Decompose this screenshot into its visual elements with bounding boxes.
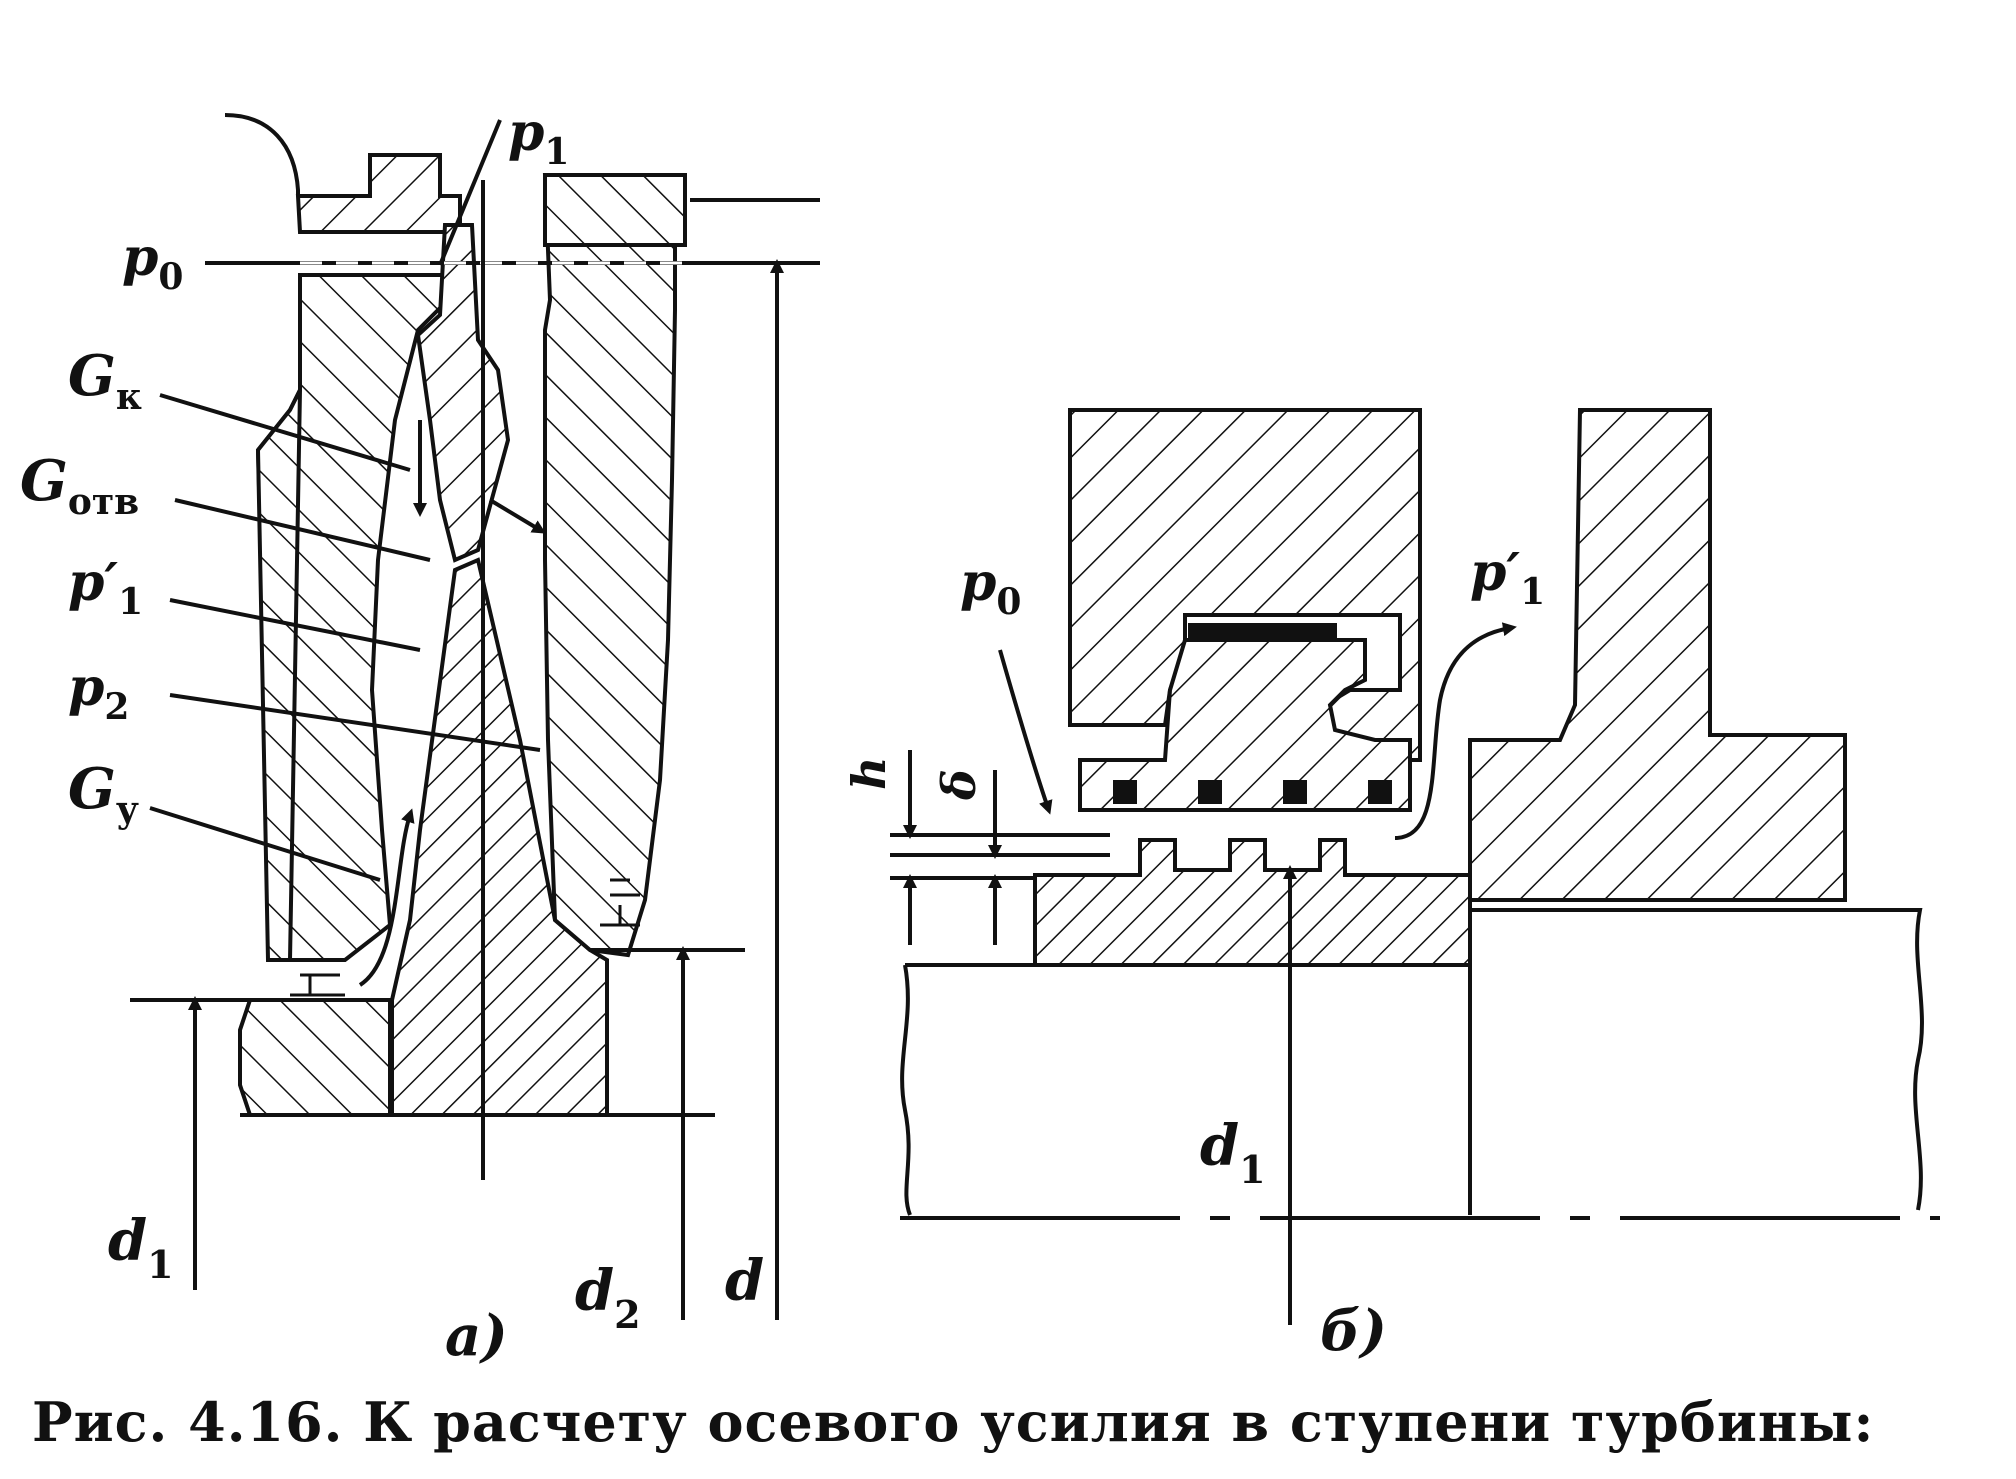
label-Gk: Gк xyxy=(68,343,142,418)
seal-tooth-2 xyxy=(1198,780,1222,804)
seal-teeth-left xyxy=(290,958,345,997)
rotor-disk-b xyxy=(1468,408,1847,902)
seal-tooth-3 xyxy=(1283,780,1307,804)
part-a-labels: p1 p0 Gк Gотв p′1 p2 Gу d1 d2 d а) xyxy=(20,102,764,1369)
seal-teeth-right xyxy=(600,878,640,927)
shaft-left xyxy=(900,963,1472,1216)
seal-tooth-1 xyxy=(1113,780,1137,804)
leader-p2 xyxy=(169,693,541,752)
label-d1-a: d1 xyxy=(108,1208,174,1287)
diaphragm-root xyxy=(238,998,392,1117)
label-d1-b: d1 xyxy=(1200,1113,1266,1192)
part-b-labels: p0 p′1 h δ d1 б) xyxy=(842,542,1545,1364)
rotor-disk xyxy=(390,557,609,1117)
diaphragm-upper xyxy=(295,153,462,234)
leader-Gotv xyxy=(174,498,431,562)
panel-label-b: б) xyxy=(1320,1298,1387,1364)
diagram-part-b xyxy=(890,408,1940,1325)
label-h: h xyxy=(842,757,896,790)
flow-p1prime-arrow xyxy=(1394,622,1517,840)
label-Gy: Gу xyxy=(68,756,139,831)
seal-holder xyxy=(1078,638,1412,812)
flow-out-arrow xyxy=(488,498,547,534)
leader-Gy xyxy=(149,806,381,882)
leader-p1prime xyxy=(169,598,421,652)
label-p0-a: p0 xyxy=(122,227,183,298)
label-p1prime-a: p′1 xyxy=(68,552,143,623)
shaft-collar xyxy=(1033,838,1472,967)
nozzle-blade xyxy=(415,223,511,563)
leader-Gk xyxy=(159,393,411,472)
shaft-right xyxy=(1470,908,1924,1211)
label-p2: p2 xyxy=(68,657,129,728)
diagram-part-a xyxy=(130,113,820,1320)
label-delta: δ xyxy=(932,769,986,801)
rotor-blade-shroud xyxy=(543,173,687,247)
label-d2: d2 xyxy=(575,1258,641,1337)
seal-tooth-4 xyxy=(1368,780,1392,804)
top-curve xyxy=(224,113,300,196)
label-p1prime-b: p′1 xyxy=(1470,542,1545,613)
flow-p0-arrow xyxy=(998,649,1053,815)
label-d: d xyxy=(725,1248,764,1314)
diaphragm-shoulder xyxy=(255,389,302,962)
flow-Gy-arrow xyxy=(358,808,415,987)
label-p0-b: p0 xyxy=(960,552,1021,623)
seal-spring xyxy=(1188,623,1337,639)
label-Gotv: Gотв xyxy=(20,448,139,523)
panel-label-a: а) xyxy=(445,1303,508,1369)
rotor-blade xyxy=(542,173,687,958)
label-p1-a: p1 xyxy=(508,102,569,173)
figure-caption: Рис. 4.16. К расчету осевого усилия в ст… xyxy=(32,1390,1875,1454)
leader-p1 xyxy=(438,119,502,266)
